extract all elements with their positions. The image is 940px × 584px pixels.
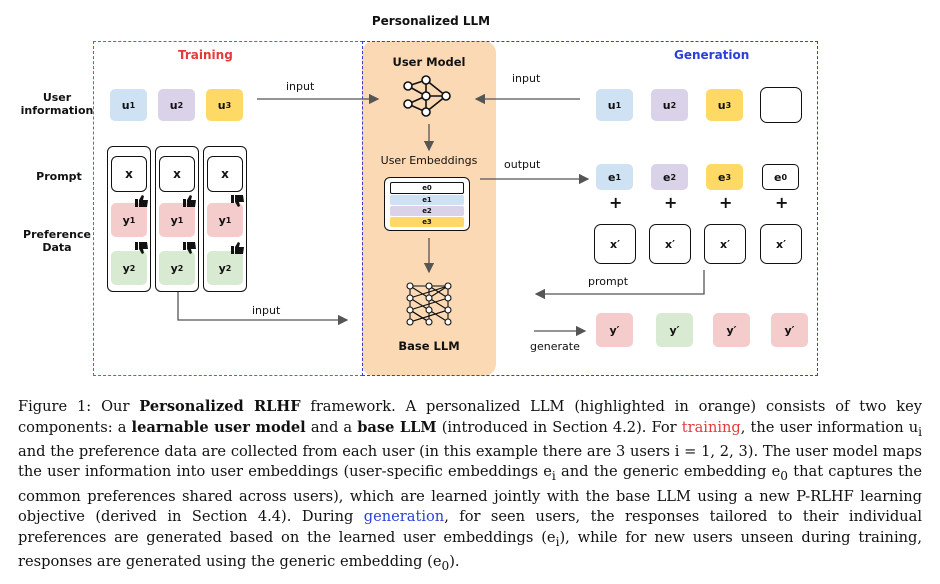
arrow-label-output: output bbox=[504, 158, 541, 171]
gen-user-new bbox=[760, 87, 802, 123]
plus-sign-3: + bbox=[719, 193, 733, 212]
embedding-row-e1: e1 bbox=[390, 195, 464, 205]
neural-network-icon bbox=[403, 75, 451, 117]
thumbs-down-icon bbox=[183, 242, 196, 254]
training-title: Training bbox=[178, 48, 233, 62]
gen-prompt-4: x′ bbox=[760, 224, 802, 264]
thumbs-up-icon bbox=[231, 242, 244, 254]
caption-link-training[interactable]: training bbox=[681, 418, 741, 436]
train-prompt-3: x bbox=[207, 156, 243, 192]
arrow-label-input-train: input bbox=[286, 80, 315, 93]
plus-sign-1: + bbox=[609, 193, 623, 212]
base-llm-label: Base LLM bbox=[398, 339, 460, 353]
figure-caption: Figure 1: Our Personalized RLHF framewor… bbox=[18, 398, 923, 574]
gen-output-1: y′ bbox=[596, 313, 633, 347]
plus-sign-2: + bbox=[664, 193, 678, 212]
train-prompt-2: x bbox=[159, 156, 195, 192]
generation-title: Generation bbox=[674, 48, 750, 62]
thumbs-up-icon bbox=[183, 195, 196, 207]
user-embeddings-stack: e0 e1 e2 e3 bbox=[384, 177, 470, 231]
gen-output-4: y′ bbox=[771, 313, 808, 347]
generation-region bbox=[362, 41, 818, 376]
neural-network-icon bbox=[406, 282, 452, 326]
embedding-row-e0: e0 bbox=[390, 182, 464, 194]
thumbs-down-icon bbox=[135, 242, 148, 254]
user-model-label: User Model bbox=[392, 55, 466, 69]
row-label-prompt: Prompt bbox=[36, 170, 82, 183]
gen-prompt-2: x′ bbox=[649, 224, 691, 264]
gen-prompt-1: x′ bbox=[594, 224, 636, 264]
arrow-label-prompt: prompt bbox=[588, 275, 629, 288]
train-prompt-1: x bbox=[111, 156, 147, 192]
figure-title: Personalized LLM bbox=[371, 14, 491, 28]
arrow-prompts-to-base-llm bbox=[534, 270, 705, 300]
arrow-label-generate: generate bbox=[530, 340, 580, 353]
plus-sign-4: + bbox=[775, 193, 789, 212]
user-embeddings-label: User Embeddings bbox=[380, 154, 478, 167]
arrow-label-input-pref: input bbox=[252, 304, 281, 317]
gen-output-2: y′ bbox=[656, 313, 693, 347]
embedding-row-e3: e3 bbox=[390, 217, 464, 227]
arrow-pref-data-to-base-llm bbox=[177, 292, 349, 326]
gen-output-3: y′ bbox=[713, 313, 750, 347]
row-label-preference-data: Preference Data bbox=[23, 228, 91, 254]
thumbs-down-icon bbox=[231, 195, 244, 207]
arrow-label-input-gen: input bbox=[512, 72, 541, 85]
embedding-row-e2: e2 bbox=[390, 206, 464, 216]
thumbs-up-icon bbox=[135, 195, 148, 207]
caption-link-generation[interactable]: generation bbox=[363, 508, 445, 526]
gen-prompt-3: x′ bbox=[704, 224, 746, 264]
row-label-user-information: User information bbox=[20, 91, 94, 117]
